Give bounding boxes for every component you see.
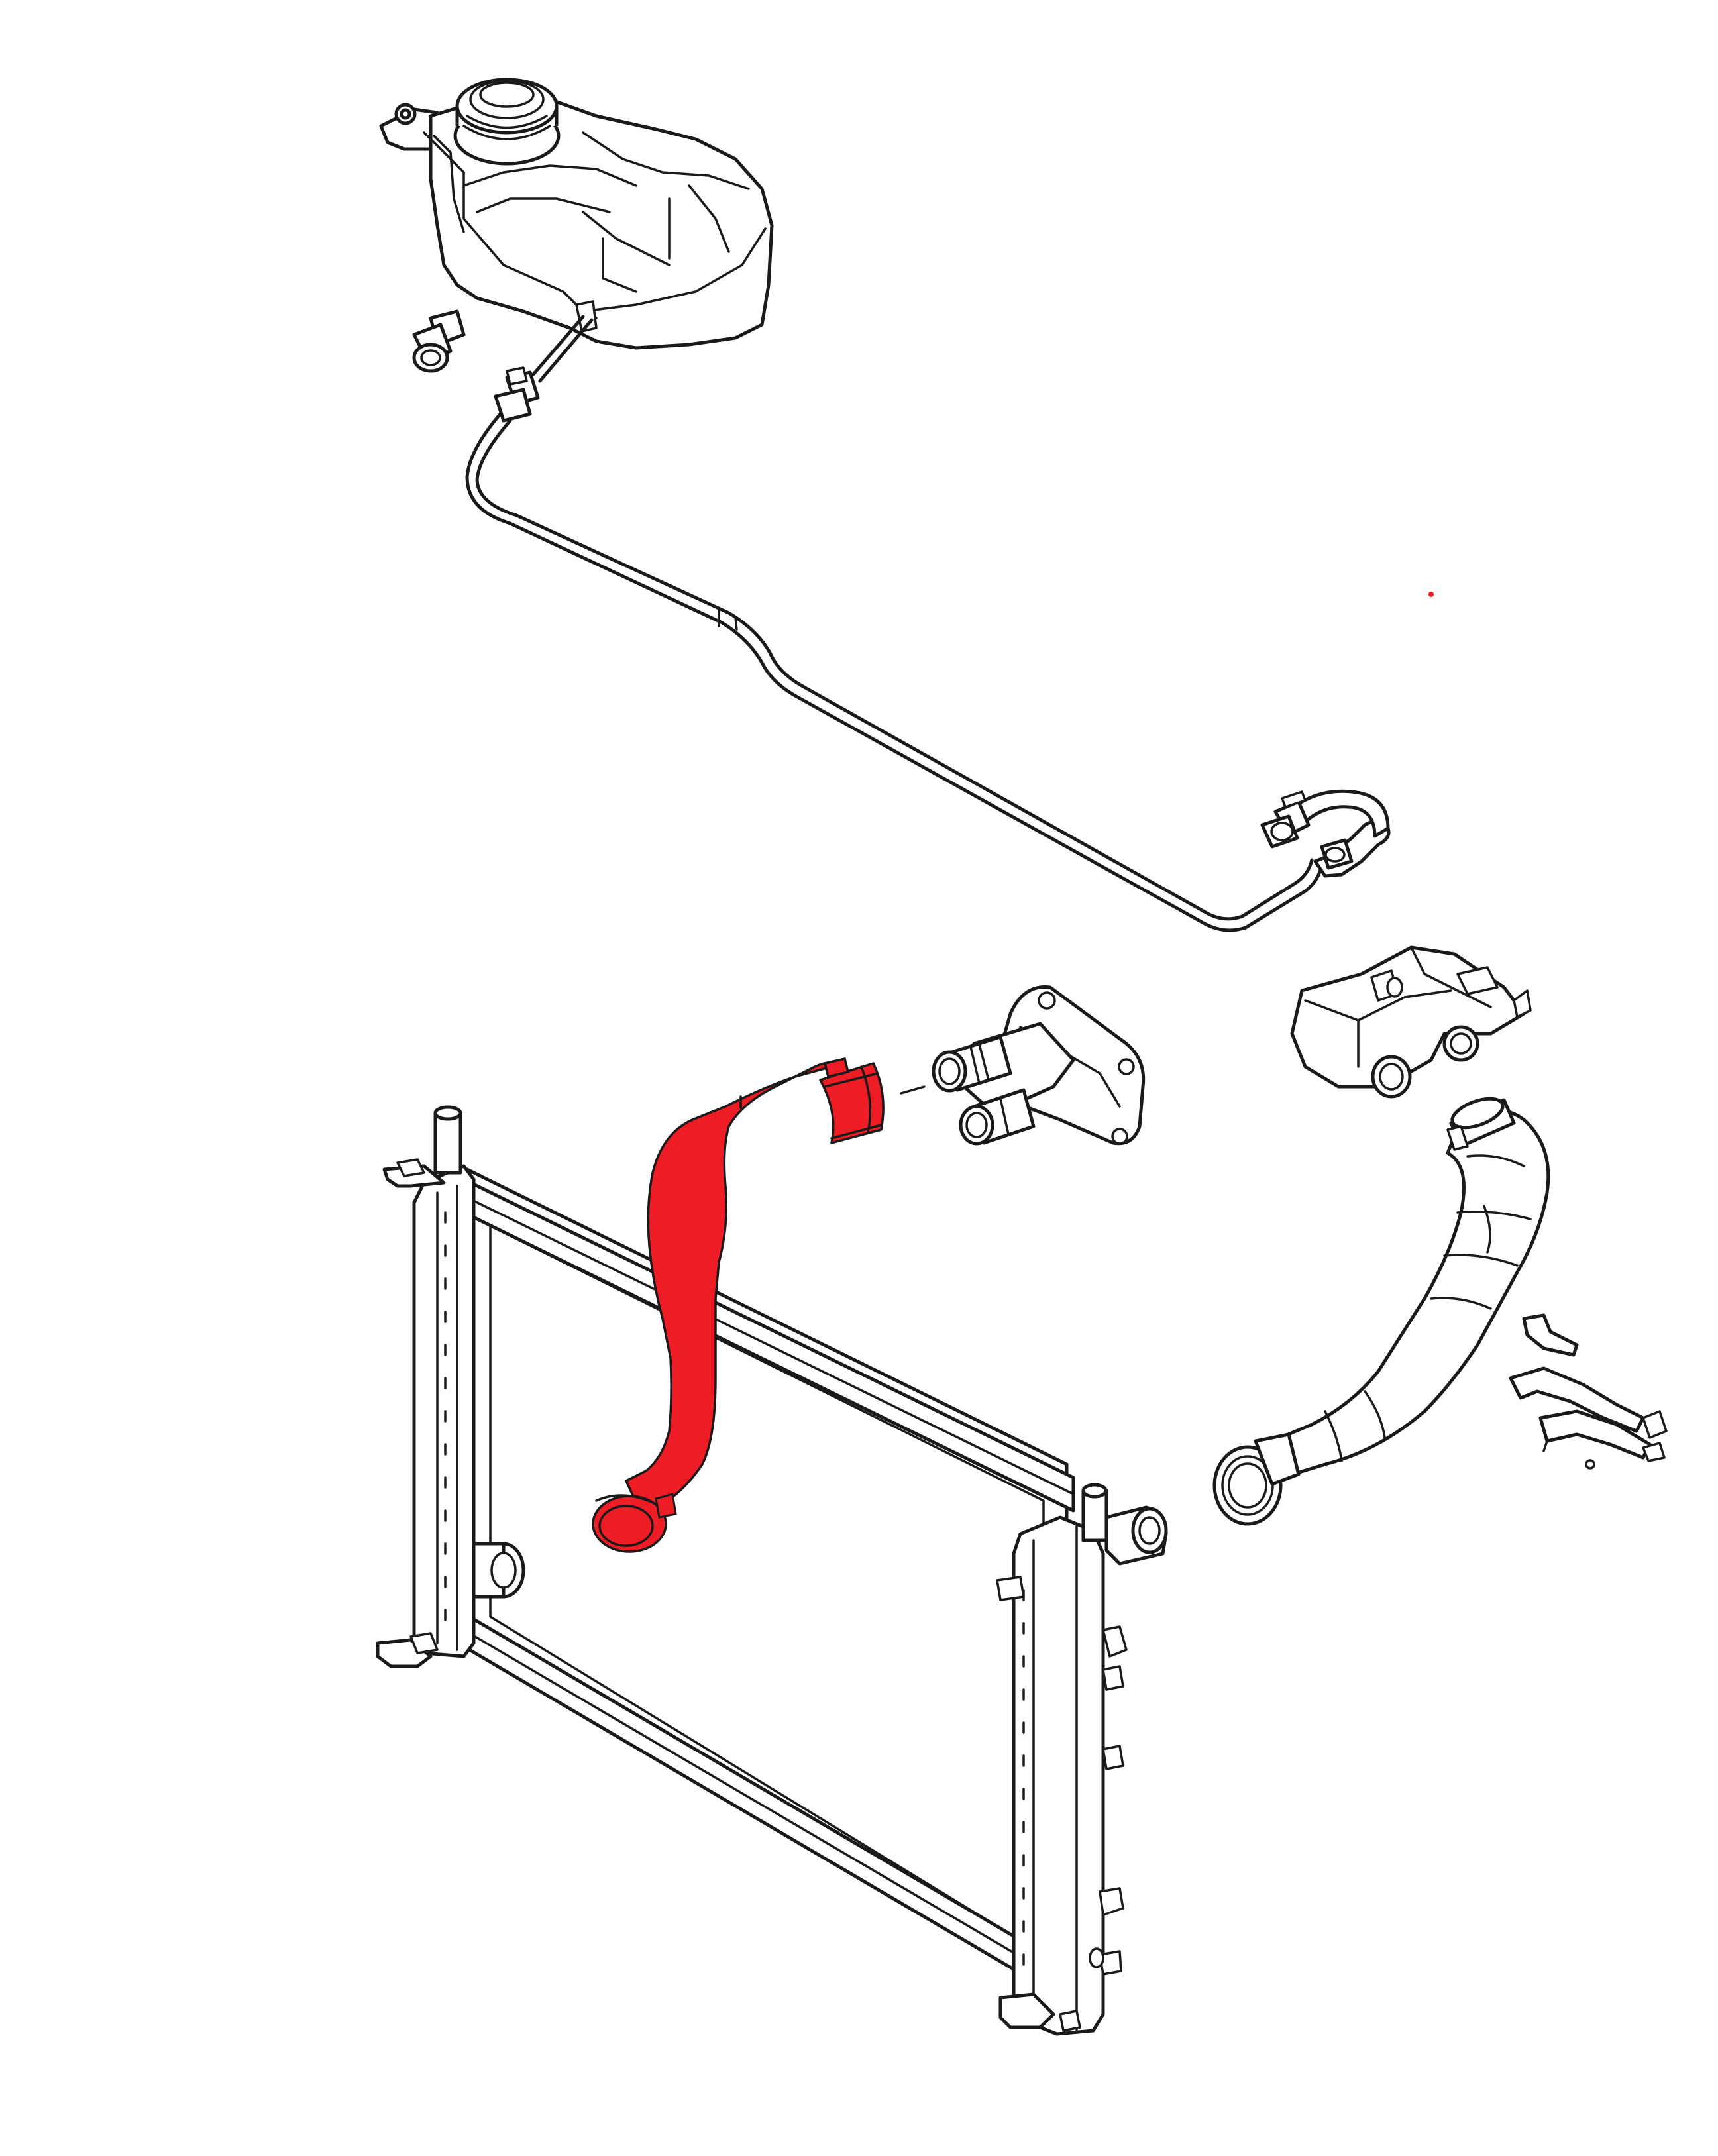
hose-clip[interactable] (1509, 1313, 1668, 1470)
lower-radiator-hose[interactable] (1212, 1093, 1550, 1526)
bleed-pipe-hose-end[interactable] (1260, 789, 1391, 878)
thermostat-housing[interactable] (900, 985, 1146, 1146)
expansion-tank[interactable] (379, 97, 774, 373)
upper-radiator-hose[interactable] (592, 1057, 885, 1553)
water-outlet[interactable] (1290, 945, 1532, 1099)
marker-dot (1428, 592, 1434, 597)
reservoir-cap[interactable] (453, 78, 561, 166)
bleed-pipe[interactable] (465, 315, 1324, 932)
radiator[interactable] (376, 1105, 1168, 2036)
